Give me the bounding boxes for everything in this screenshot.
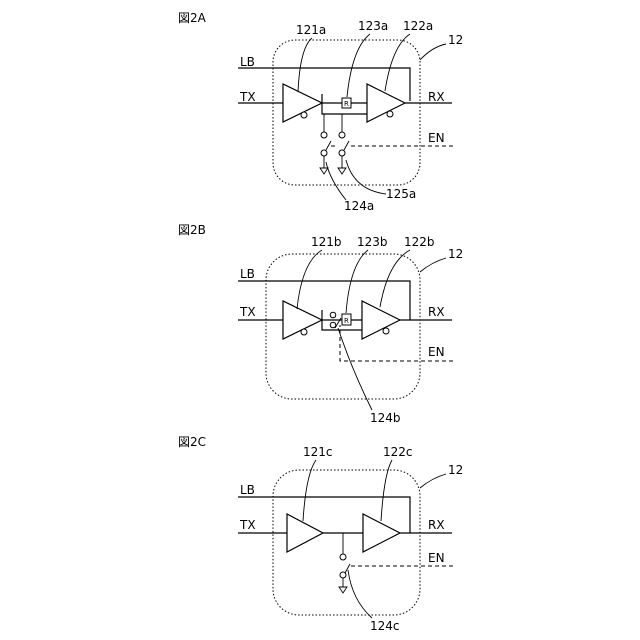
resistor-mark-2b: R bbox=[344, 317, 349, 325]
figure-2a-title: 図2A bbox=[178, 11, 207, 25]
leader-122b bbox=[380, 250, 410, 307]
switch-contact-b-124b bbox=[330, 322, 336, 328]
en-label-2c: EN bbox=[428, 551, 445, 565]
ref-label-122a: 122a bbox=[403, 19, 433, 33]
ref-label-124a: 124a bbox=[344, 199, 374, 213]
leader-121b bbox=[297, 250, 322, 309]
ground-symbol-124c bbox=[339, 578, 347, 593]
figure-2b-title: 図2B bbox=[178, 223, 206, 237]
ref-label-125a: 125a bbox=[386, 187, 416, 201]
ref-label-module-2b: 12 bbox=[448, 247, 463, 261]
leader-122c bbox=[381, 460, 392, 521]
amplifier-121c bbox=[287, 514, 323, 552]
tx-label-2c: TX bbox=[239, 518, 256, 532]
amplifier-122b bbox=[362, 301, 400, 339]
figure-2b: 図2B LB TX RX R EN 121b 123b 122b 12 124b bbox=[178, 223, 463, 425]
leader-module-2c bbox=[420, 474, 446, 488]
switch-contact-bottom-124a bbox=[321, 150, 327, 156]
ref-label-module-2a: 12 bbox=[448, 33, 463, 47]
switch-blade-124a bbox=[326, 141, 331, 150]
ref-label-121c: 121c bbox=[303, 445, 333, 459]
leader-122a bbox=[385, 34, 410, 91]
ref-label-121b: 121b bbox=[311, 235, 342, 249]
tx-label-2b: TX bbox=[239, 305, 256, 319]
switch-contact-bottom-124c bbox=[340, 572, 346, 578]
switch-contact-top-124c bbox=[340, 554, 346, 560]
lb-label-2a: LB bbox=[240, 55, 255, 69]
bias-node-122b bbox=[383, 328, 389, 334]
switch-blade-124c bbox=[345, 564, 350, 573]
leader-121c bbox=[303, 460, 316, 521]
switch-contact-bottom-125a bbox=[339, 150, 345, 156]
switch-contact-top-124a bbox=[321, 132, 327, 138]
amplifier-122a bbox=[367, 84, 405, 122]
leader-module-2a bbox=[420, 44, 446, 60]
leader-124c bbox=[348, 570, 372, 618]
leader-121a bbox=[298, 38, 312, 92]
switch-contact-a-124b bbox=[330, 312, 336, 318]
bias-node-121a bbox=[301, 112, 307, 118]
rx-label-2a: RX bbox=[428, 90, 445, 104]
lb-label-2c: LB bbox=[240, 483, 255, 497]
bias-node-122a bbox=[387, 111, 393, 117]
ref-label-module-2c: 12 bbox=[448, 463, 463, 477]
leader-125a bbox=[346, 160, 386, 194]
ref-label-122c: 122c bbox=[383, 445, 413, 459]
rx-label-2c: RX bbox=[428, 518, 445, 532]
en-label-2b: EN bbox=[428, 345, 445, 359]
resistor-mark-2a: R bbox=[344, 100, 349, 108]
en-label-2a: EN bbox=[428, 131, 445, 145]
rx-label-2b: RX bbox=[428, 305, 445, 319]
ref-label-124c: 124c bbox=[370, 619, 400, 633]
ref-label-124b: 124b bbox=[370, 411, 401, 425]
ref-label-123b: 123b bbox=[357, 235, 388, 249]
ref-label-122b: 122b bbox=[404, 235, 435, 249]
ref-label-123a: 123a bbox=[358, 19, 388, 33]
figure-2a: 図2A LB TX RX R EN bbox=[178, 11, 463, 213]
leader-module-2b bbox=[420, 258, 446, 272]
leader-124b bbox=[338, 328, 372, 410]
lb-label-2b: LB bbox=[240, 267, 255, 281]
ref-label-121a: 121a bbox=[296, 23, 326, 37]
ground-symbol-125a bbox=[338, 156, 346, 174]
switch-contact-top-125a bbox=[339, 132, 345, 138]
figure-2c: 図2C LB TX RX EN 121c 122c 12 124c bbox=[178, 435, 463, 633]
switch-blade-125a bbox=[344, 141, 349, 150]
bias-node-121b bbox=[301, 329, 307, 335]
figure-2c-title: 図2C bbox=[178, 435, 206, 449]
tx-label-2a: TX bbox=[239, 90, 256, 104]
